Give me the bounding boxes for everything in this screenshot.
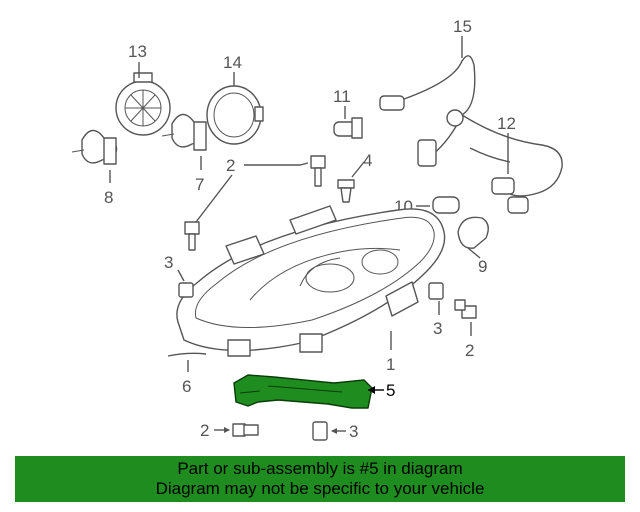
callout-15: 15: [453, 17, 472, 36]
part-2-bolt-left[interactable]: [184, 221, 200, 251]
arrow-3-icon: [331, 428, 337, 434]
callout-2-upper: 2: [226, 156, 235, 175]
leader-3-left: [177, 269, 185, 282]
part-14-seal-ring[interactable]: [206, 85, 264, 145]
part-8-bulb[interactable]: [71, 129, 118, 165]
banner-line-1: Part or sub-assembly is #5 in diagram: [177, 459, 463, 478]
callout-12: 12: [497, 114, 516, 133]
part-10-wedge-bulb[interactable]: [432, 196, 460, 214]
part-3-clip-left[interactable]: [178, 282, 194, 298]
part-13-socket-cap[interactable]: [115, 72, 171, 136]
leader-2-left: [195, 174, 233, 223]
arrow-2-icon: [224, 427, 230, 433]
callout-2-right: 2: [465, 341, 474, 360]
part-3-clip-right[interactable]: [428, 282, 444, 300]
parts-diagram: 13 14 8 7 11 2: [71, 17, 563, 441]
part-9-bulb[interactable]: [457, 216, 489, 249]
callout-6: 6: [182, 377, 191, 396]
part-2-bolt-bottom[interactable]: [232, 423, 259, 437]
callout-7: 7: [195, 175, 204, 194]
leader-2-upper: [244, 162, 309, 166]
part-4-clip[interactable]: [337, 179, 355, 203]
callout-1: 1: [386, 355, 395, 374]
callout-5: 5: [386, 381, 395, 400]
callout-3-right: 3: [433, 319, 442, 338]
part-6-wire[interactable]: [167, 352, 207, 357]
part-12-socket[interactable]: [491, 177, 529, 214]
part-7-bulb[interactable]: [161, 113, 207, 151]
callout-3-left: 3: [164, 253, 173, 272]
callout-8: 8: [104, 188, 113, 207]
callout-2-bottom: 2: [200, 421, 209, 440]
arrow-5-icon: [368, 386, 375, 394]
part-2-bolt-right[interactable]: [454, 299, 477, 319]
leader-9: [467, 247, 481, 259]
part-1-headlamp-assembly[interactable]: [176, 205, 446, 357]
callout-11: 11: [333, 87, 351, 106]
part-2-bolt-upper[interactable]: [310, 155, 326, 187]
part-3-clip-bottom[interactable]: [312, 421, 328, 441]
info-banner: Part or sub-assembly is #5 in diagram Di…: [15, 456, 625, 502]
leader-4: [351, 161, 365, 178]
banner-line-2: Diagram may not be specific to your vehi…: [155, 479, 485, 498]
part-5-bracket-highlighted[interactable]: [233, 374, 373, 409]
callout-14: 14: [223, 53, 242, 72]
callout-4: 4: [363, 151, 372, 170]
callout-9: 9: [478, 257, 487, 276]
callout-3-bottom: 3: [349, 422, 358, 441]
callout-13: 13: [128, 42, 147, 61]
part-11-bulb[interactable]: [333, 117, 363, 139]
part-15-wiring-harness[interactable]: [379, 55, 563, 197]
